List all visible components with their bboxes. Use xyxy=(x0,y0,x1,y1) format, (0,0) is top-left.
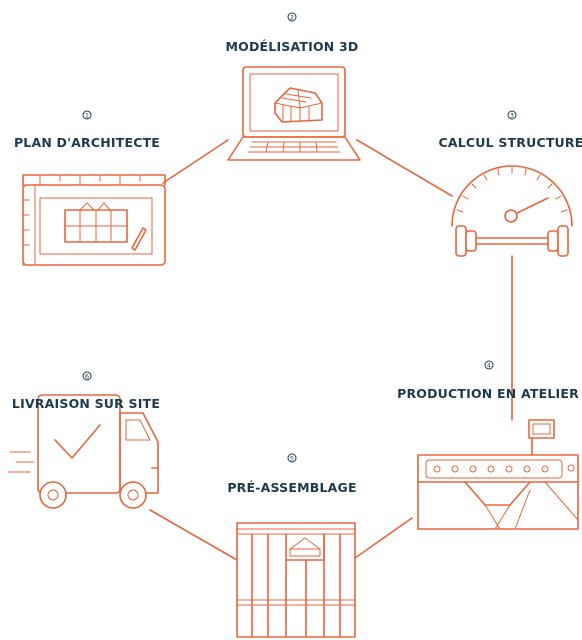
step-1-label: PLAN D'ARCHITECTE xyxy=(14,135,160,150)
step-3-number-badge xyxy=(507,110,517,120)
step-6-label: LIVRAISON SUR SITE xyxy=(12,396,160,411)
blueprint-icon xyxy=(22,174,166,266)
step-3-label: CALCUL STRUCTURE xyxy=(439,135,582,150)
step-4: 4 PRODUCTION EN ATELIER xyxy=(397,360,579,401)
step-5: 5 PRÉ-ASSEMBLAGE xyxy=(227,453,356,495)
connector-lines xyxy=(149,139,513,561)
step-2: 2 MODÉLISATION 3D xyxy=(226,12,359,54)
factory-machine-icon xyxy=(417,419,579,530)
step-5-label: PRÉ-ASSEMBLAGE xyxy=(227,480,356,495)
gauge-dumbbell-icon xyxy=(451,165,573,257)
step-2-number: 2 xyxy=(290,13,294,21)
step-1-number-badge xyxy=(82,110,92,120)
step-3: 3 CALCUL STRUCTURE xyxy=(439,110,582,150)
step-3-number: 3 xyxy=(510,111,514,119)
step-6-number: 6 xyxy=(85,372,89,380)
step-6-number-badge xyxy=(82,371,92,381)
step-1-number: 1 xyxy=(85,111,89,119)
laptop-icon xyxy=(227,66,361,161)
wall-frame-icon xyxy=(236,522,356,638)
step-2-number-badge xyxy=(287,12,297,22)
machine-buttons xyxy=(433,465,549,473)
step-2-label: MODÉLISATION 3D xyxy=(226,39,359,54)
step-4-label: PRODUCTION EN ATELIER xyxy=(397,386,579,401)
step-5-number: 5 xyxy=(290,454,294,462)
step-4-number: 4 xyxy=(487,361,491,369)
step-1: 1 PLAN D'ARCHITECTE xyxy=(14,110,160,150)
step-4-number-badge xyxy=(484,360,494,370)
delivery-truck-icon xyxy=(7,394,159,509)
step-6: 6 LIVRAISON SUR SITE xyxy=(12,371,160,411)
step-5-number-badge xyxy=(287,453,297,463)
